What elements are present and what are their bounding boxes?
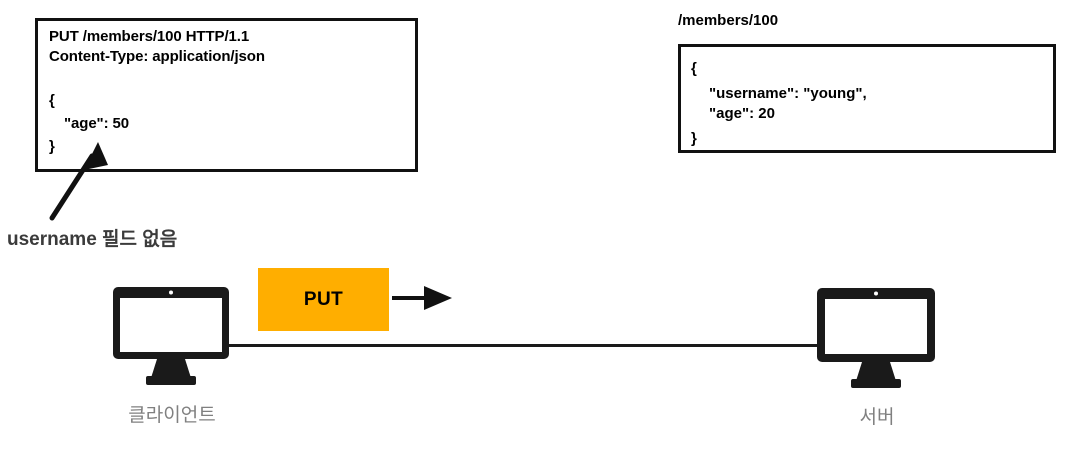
- client-monitor-icon: [113, 287, 229, 385]
- resource-age-field: "age": 20: [709, 105, 775, 122]
- resource-open-brace: {: [691, 60, 697, 77]
- missing-field-note: username 필드 없음: [7, 229, 178, 250]
- client-server-connection-line: [224, 344, 824, 347]
- resource-username-field: "username": "young",: [709, 85, 867, 102]
- request-start-line: PUT /members/100 HTTP/1.1: [49, 28, 250, 45]
- request-content-type-header: Content-Type: application/json: [49, 48, 265, 65]
- http-method-badge: PUT: [258, 268, 389, 331]
- server-monitor-icon: [817, 288, 935, 388]
- server-node-label: 서버: [859, 407, 895, 428]
- request-direction-arrow-icon: [392, 286, 452, 310]
- request-body-close-brace: }: [49, 138, 55, 155]
- server-node: 서버: [816, 286, 938, 428]
- client-node: 클라이언트: [112, 286, 232, 426]
- callout-arrow-icon: [49, 142, 108, 221]
- resource-close-brace: }: [691, 130, 697, 147]
- request-body-open-brace: {: [49, 92, 55, 109]
- client-node-label: 클라이언트: [128, 405, 216, 426]
- resource-path-label: /members/100: [678, 12, 779, 29]
- request-body-age-field: "age": 50: [64, 115, 130, 132]
- resource-state-box: { "username": "young", "age": 20 }: [678, 44, 1056, 153]
- http-method-label: PUT: [303, 288, 344, 310]
